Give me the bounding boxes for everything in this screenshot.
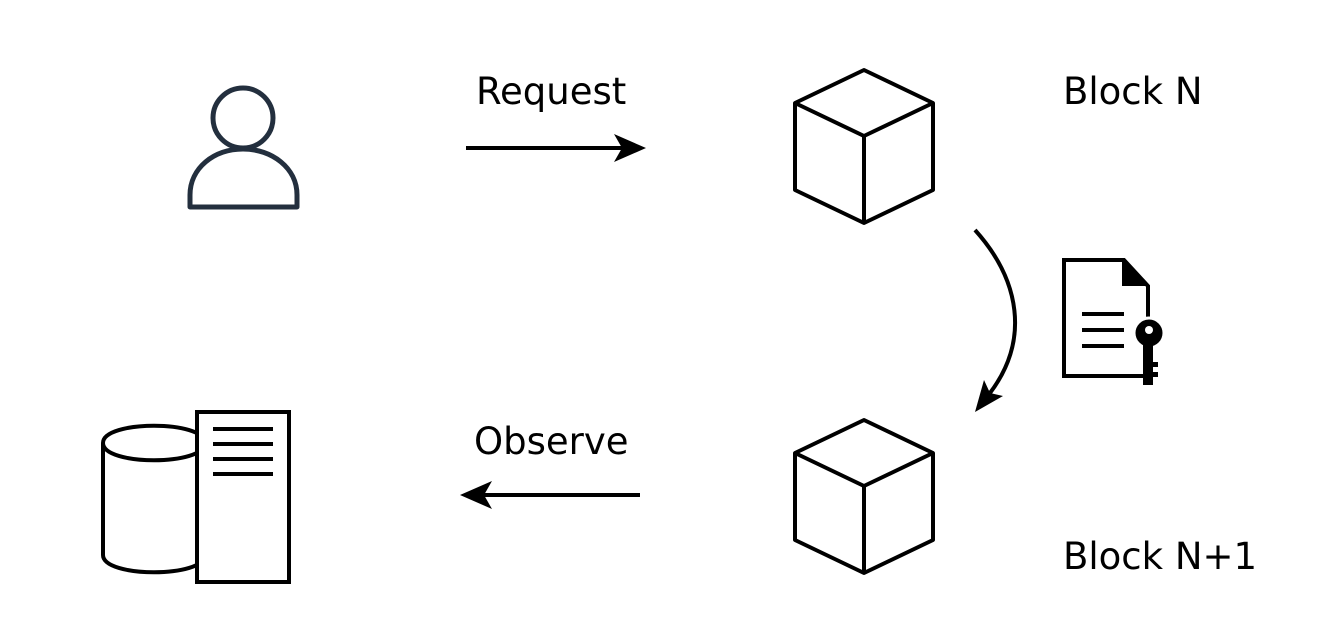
curved-arrow [973, 228, 1018, 412]
request-arrow [466, 134, 646, 162]
user-icon [187, 85, 300, 210]
database-document-icon [101, 410, 291, 584]
request-label: Request [476, 70, 626, 113]
cube-icon [793, 418, 935, 575]
block-n1-label: Block N+1 [1063, 535, 1257, 578]
observe-label: Observe [474, 420, 629, 463]
observe-arrow [460, 481, 640, 509]
document-key-icon [1062, 258, 1166, 385]
cube-icon [793, 68, 935, 225]
block-n-label: Block N [1063, 70, 1203, 113]
